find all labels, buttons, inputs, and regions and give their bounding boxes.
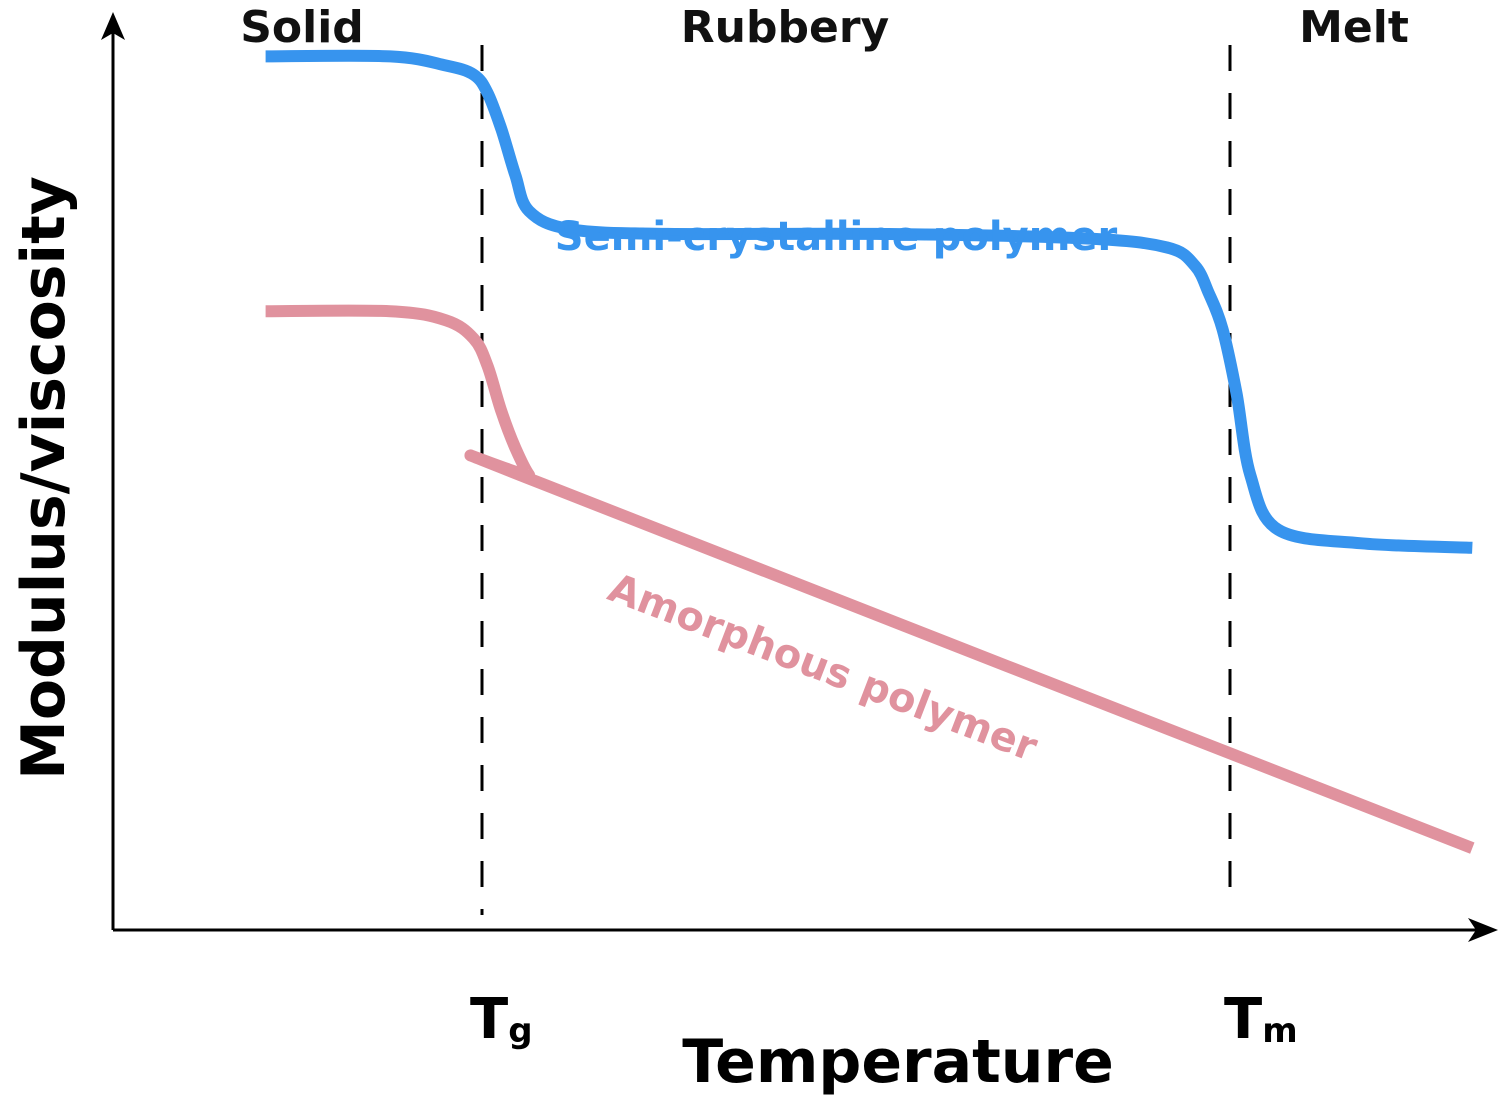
y-axis-title: Modulus/viscosity: [9, 176, 79, 780]
tick-label-tm: Tm: [1224, 987, 1298, 1052]
series-line-amorphous: [265, 304, 1475, 854]
series-label-semi-crystalline: Semi-crystalline polymer: [555, 214, 1118, 260]
x-axis-title: Temperature: [682, 1027, 1114, 1097]
y-axis-arrow-icon: [101, 12, 125, 40]
region-label-melt: Melt: [1299, 2, 1409, 53]
tick-label-tg: Tg: [470, 987, 533, 1052]
x-axis-arrow-icon: [1468, 918, 1498, 942]
series-line-semi-crystalline: [265, 49, 1473, 554]
region-label-solid: Solid: [240, 2, 364, 53]
region-label-rubbery: Rubbery: [681, 2, 889, 53]
